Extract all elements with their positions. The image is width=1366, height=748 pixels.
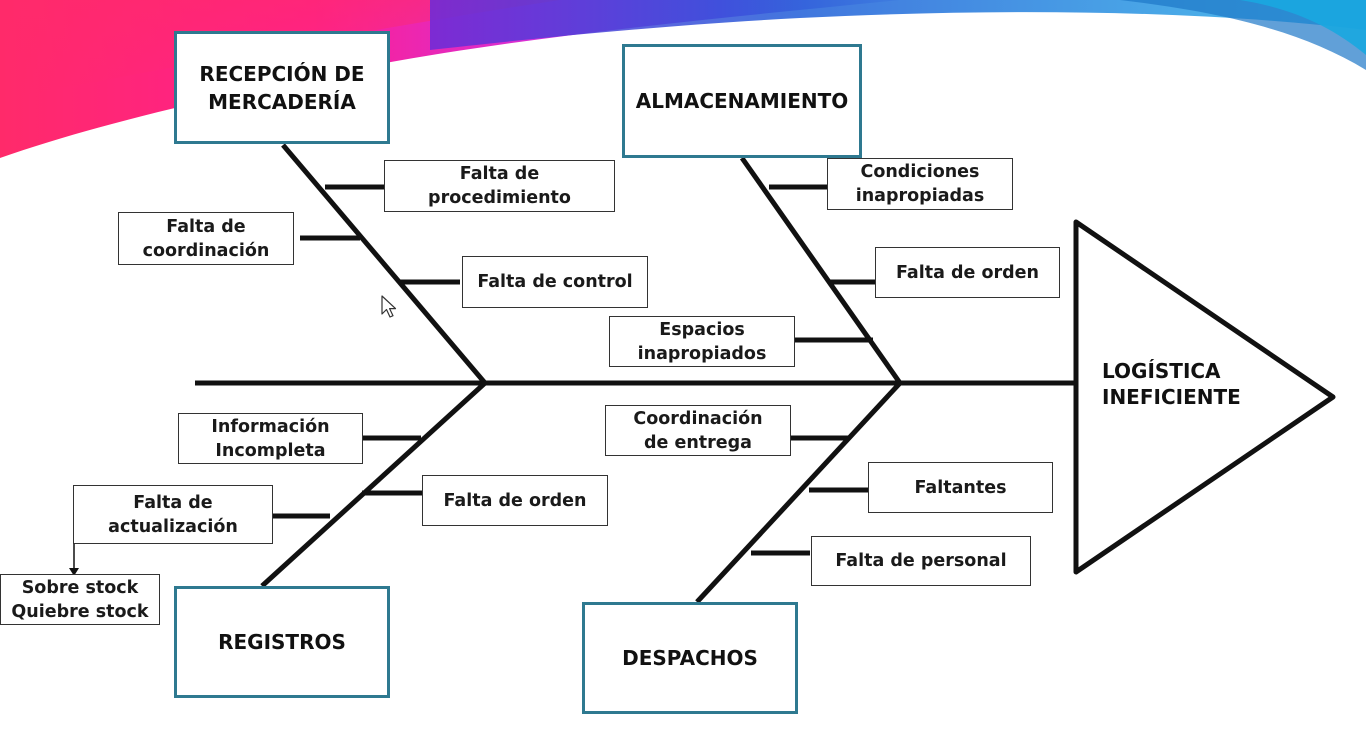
bone-despachos xyxy=(695,381,902,604)
category-almacenamiento: ALMACENAMIENTO xyxy=(622,44,862,158)
category-registros: REGISTROS xyxy=(174,586,390,698)
cause-recepcion-3: Falta de control xyxy=(462,256,648,308)
sub-cause-note: Sobre stock Quiebre stock xyxy=(0,574,160,625)
category-recepcion: RECEPCIÓN DE MERCADERÍA xyxy=(174,31,390,144)
effect-label: LOGÍSTICA INEFICIENTE xyxy=(1102,359,1241,409)
mouse-pointer-icon xyxy=(381,295,397,318)
effect-head xyxy=(1073,219,1336,575)
cause-registros-1: Información Incompleta xyxy=(178,413,363,464)
cause-ribs xyxy=(272,184,875,556)
cause-registros-2: Falta de orden xyxy=(422,475,608,526)
cause-almacenamiento-1: Condiciones inapropiadas xyxy=(827,158,1013,210)
cause-despachos-1: Coordinación de entrega xyxy=(605,405,791,456)
bone-recepcion xyxy=(281,143,487,385)
cause-registros-3: Falta de actualización xyxy=(73,485,273,544)
bone-almacenamiento xyxy=(739,156,903,385)
cause-despachos-2: Faltantes xyxy=(868,462,1053,513)
bone-registros xyxy=(260,381,487,588)
cause-recepcion-2: Falta de coordinación xyxy=(118,212,294,265)
cause-almacenamiento-3: Espacios inapropiados xyxy=(609,316,795,367)
cause-almacenamiento-2: Falta de orden xyxy=(875,247,1060,298)
cause-despachos-3: Falta de personal xyxy=(811,536,1031,586)
cause-recepcion-1: Falta de procedimiento xyxy=(384,160,615,212)
category-despachos: DESPACHOS xyxy=(582,602,798,714)
